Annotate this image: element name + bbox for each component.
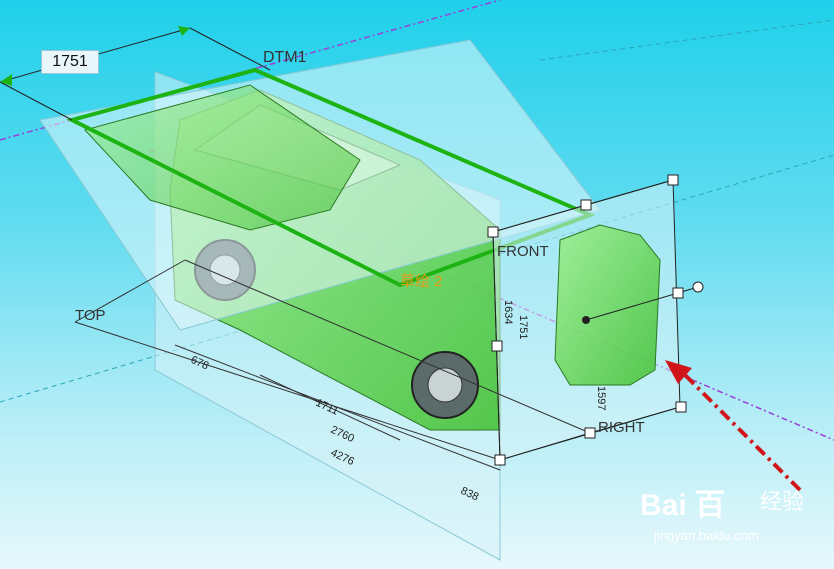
dimension-value-box[interactable]: 1751 bbox=[41, 50, 99, 74]
dimension-extension-2 bbox=[0, 81, 73, 121]
dimension-arrow-left bbox=[0, 74, 12, 86]
drag-handle-6[interactable] bbox=[584, 427, 596, 439]
drag-handle-3[interactable] bbox=[667, 174, 679, 186]
plane-normal-line bbox=[585, 292, 679, 321]
car-front-body bbox=[554, 224, 661, 386]
top-plane-edge bbox=[74, 321, 501, 461]
sketch-label[interactable]: 草绘 2 bbox=[400, 273, 443, 290]
watermark-url: jingyan.baidu.com bbox=[654, 528, 759, 543]
front-label[interactable]: FRONT bbox=[497, 243, 549, 260]
right-label[interactable]: RIGHT bbox=[598, 419, 645, 436]
right-plane-edge bbox=[184, 259, 591, 434]
datum-line-cyan-2 bbox=[539, 19, 834, 61]
top-label[interactable]: TOP bbox=[75, 307, 106, 324]
watermark-subtitle: 经验 bbox=[760, 489, 805, 514]
bbox-edge-4 bbox=[589, 406, 681, 434]
rear-wheel-hub bbox=[427, 367, 463, 403]
pointer-arrow-head bbox=[665, 360, 692, 384]
drag-handle-4[interactable] bbox=[672, 287, 684, 299]
bbox-edge-1 bbox=[492, 204, 587, 233]
drag-handle-5[interactable] bbox=[675, 401, 687, 413]
drag-handle-7[interactable] bbox=[494, 454, 506, 466]
pointer-arrow-shaft bbox=[683, 373, 802, 492]
dim-text-1751: 1751 bbox=[517, 315, 529, 339]
dim-line-wheelbase bbox=[259, 374, 401, 441]
dimension-extension bbox=[189, 27, 271, 71]
watermark-logo: Bai 百 bbox=[640, 489, 726, 522]
bbox-edge-2 bbox=[585, 179, 674, 206]
car-top-body bbox=[84, 84, 361, 231]
baidu-watermark: Bai 百 经验 jingyan.baidu.com bbox=[640, 480, 820, 550]
dtm1-label[interactable]: DTM1 bbox=[263, 49, 307, 66]
drag-handle-2[interactable] bbox=[580, 199, 592, 211]
dim-text-1634: 1634 bbox=[502, 300, 514, 324]
drag-handle-8[interactable] bbox=[491, 340, 503, 352]
top-plane-edge-2 bbox=[74, 259, 186, 323]
plane-rotate-handle[interactable] bbox=[692, 281, 704, 293]
dim-text-1597: 1597 bbox=[595, 386, 607, 410]
datum-axis-lower[interactable] bbox=[149, 149, 834, 441]
dimension-arrow-right bbox=[178, 26, 190, 36]
drag-handle-1[interactable] bbox=[487, 226, 499, 238]
bbox-edge-3 bbox=[499, 432, 591, 461]
